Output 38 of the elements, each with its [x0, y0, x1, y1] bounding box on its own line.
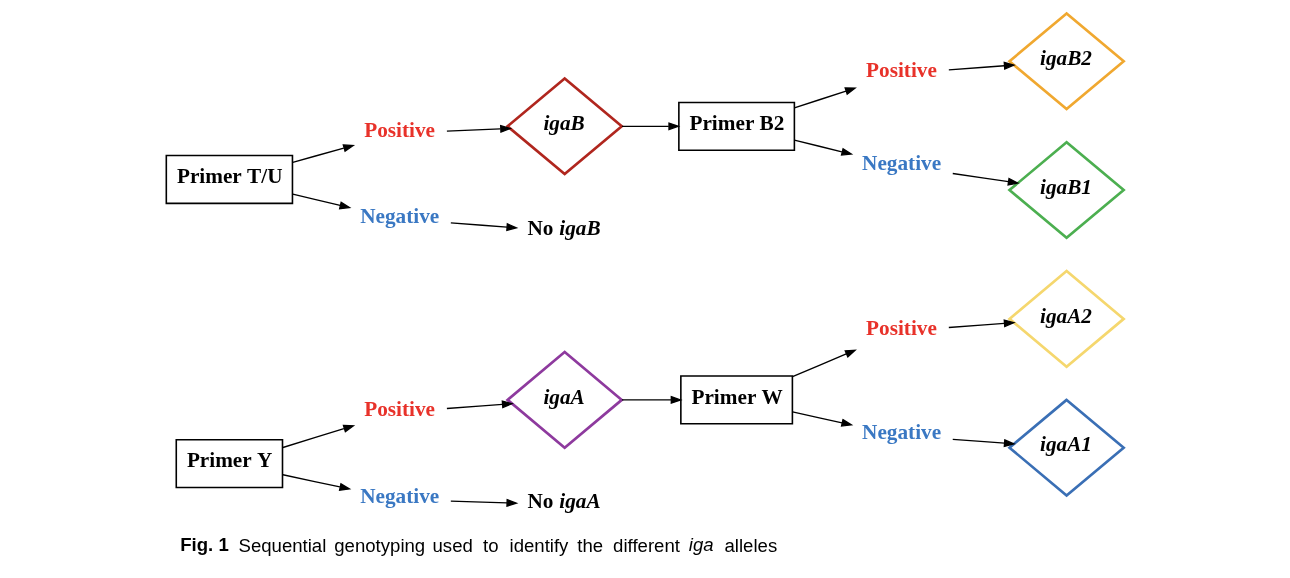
node-text: Positive: [866, 315, 937, 340]
node-text: Negative: [360, 204, 440, 229]
arrow: [282, 424, 356, 449]
node-box: Primer W: [680, 375, 794, 425]
node-diamond: igaA1: [1007, 398, 1126, 498]
arrow: [791, 411, 854, 427]
arrow: [446, 124, 513, 134]
arrow: [948, 61, 1016, 71]
arrow: [952, 172, 1020, 186]
arrow: [282, 474, 352, 491]
node-diamond: igaB2: [1007, 11, 1126, 111]
node-box: Primer T/U: [165, 154, 294, 205]
arrow: [952, 438, 1016, 448]
arrow: [446, 400, 514, 410]
arrow: [793, 139, 854, 156]
node-text: Positive: [364, 117, 435, 142]
arrow: [621, 395, 683, 405]
node-text: Positive: [866, 57, 937, 82]
node-box: Primer Y: [175, 438, 284, 489]
node-diamond: igaA: [505, 350, 624, 450]
caption: Fig. 1 Sequential genotyping used to identify the different iga alleles: [180, 533, 778, 557]
node-text: Negative: [862, 150, 942, 175]
node-text: No igaA: [527, 489, 601, 514]
node-text: No igaB: [527, 215, 601, 240]
node-text: Positive: [364, 396, 435, 421]
node-text: Negative: [360, 484, 440, 509]
node-text: Negative: [862, 420, 942, 445]
node-diamond: igaB: [505, 76, 624, 176]
node-box: Primer B2: [678, 101, 796, 152]
arrow: [450, 222, 519, 232]
arrow: [292, 144, 356, 163]
arrow: [793, 87, 857, 109]
arrow: [450, 498, 519, 508]
arrow: [791, 349, 857, 378]
arrow: [292, 193, 352, 210]
arrow: [621, 122, 681, 131]
node-diamond: igaA2: [1007, 269, 1126, 369]
arrow: [948, 319, 1016, 329]
